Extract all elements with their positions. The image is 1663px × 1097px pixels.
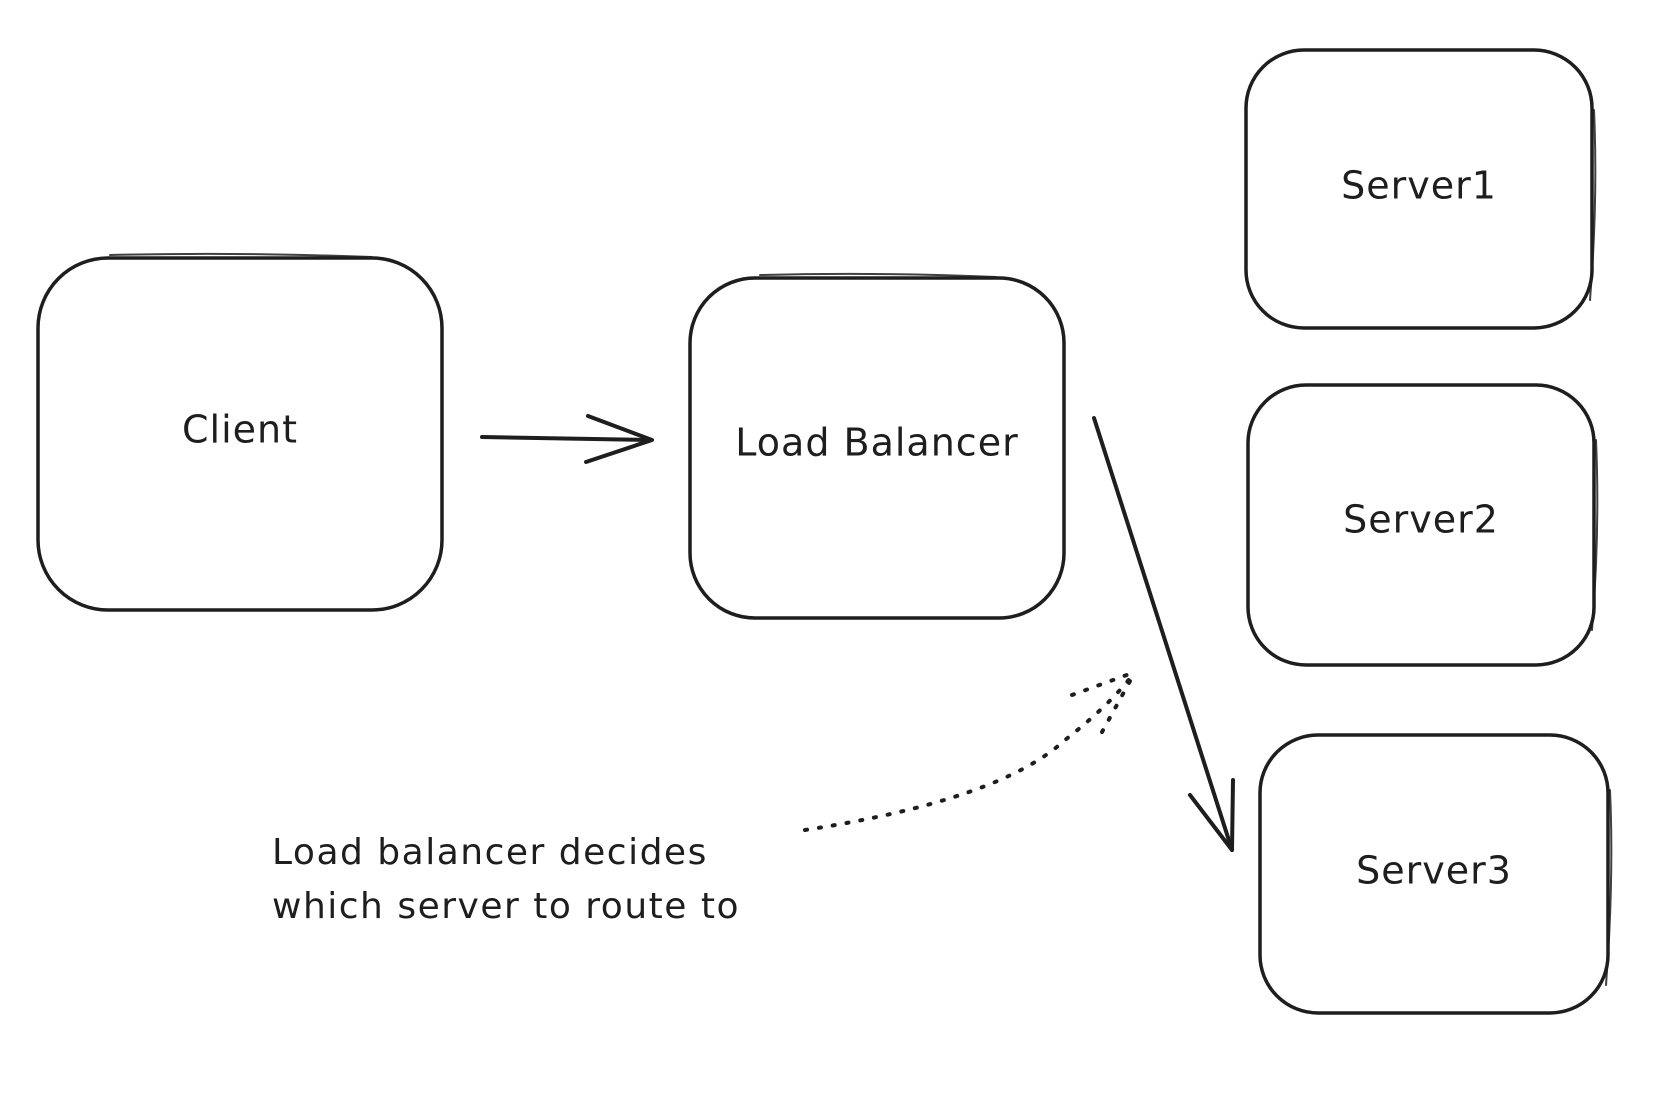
server3-label: Server3 (1356, 849, 1512, 893)
annotation: Load balancer decides which server to ro… (272, 832, 740, 927)
server2-node[interactable]: Server2 (1246, 383, 1599, 667)
client-label: Client (182, 408, 298, 452)
lb-to-server3-arrow (1092, 416, 1235, 852)
server2-label: Server2 (1343, 498, 1499, 542)
annotation-line-2: which server to route to (272, 886, 740, 927)
load-balancer-node[interactable]: Load Balancer (688, 272, 1066, 620)
server1-node[interactable]: Server1 (1244, 48, 1597, 330)
server3-node[interactable]: Server3 (1258, 733, 1613, 1015)
annotation-pointer-arrow (803, 670, 1137, 832)
load-balancer-label: Load Balancer (735, 421, 1018, 465)
client-node[interactable]: Client (36, 252, 444, 612)
annotation-line-1: Load balancer decides (272, 832, 708, 873)
server1-label: Server1 (1341, 164, 1497, 208)
client-to-lb-arrow (480, 414, 654, 464)
